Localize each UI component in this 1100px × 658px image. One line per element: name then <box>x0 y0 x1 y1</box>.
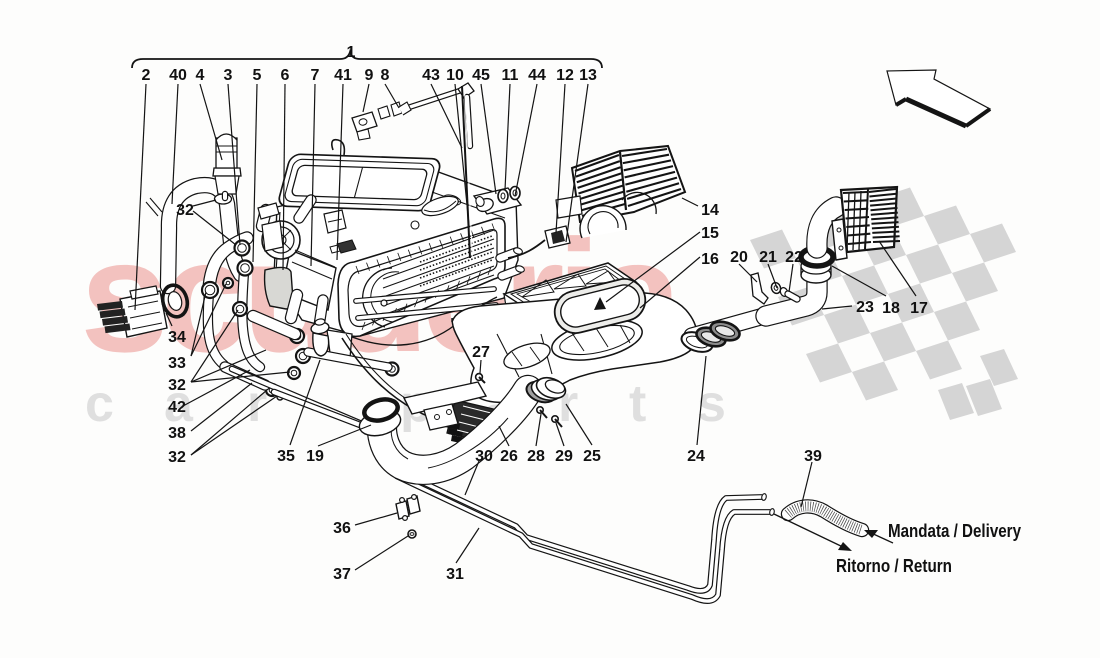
svg-text:17: 17 <box>910 300 928 317</box>
svg-text:25: 25 <box>583 448 601 465</box>
svg-text:32: 32 <box>168 449 186 466</box>
svg-text:11: 11 <box>502 67 519 84</box>
svg-text:32: 32 <box>168 377 186 394</box>
svg-text:Ritorno / Return: Ritorno / Return <box>836 555 952 576</box>
svg-text:40: 40 <box>169 67 187 84</box>
svg-text:26: 26 <box>500 448 518 465</box>
svg-text:c: c <box>85 375 114 433</box>
svg-text:4: 4 <box>196 67 205 84</box>
svg-text:37: 37 <box>333 566 351 583</box>
svg-text:12: 12 <box>556 67 574 84</box>
svg-text:1: 1 <box>347 44 356 61</box>
svg-text:21: 21 <box>759 249 777 266</box>
svg-text:33: 33 <box>168 355 186 372</box>
svg-text:31: 31 <box>446 566 464 583</box>
svg-text:18: 18 <box>882 300 900 317</box>
svg-text:13: 13 <box>579 67 597 84</box>
svg-text:20: 20 <box>730 249 748 266</box>
svg-text:39: 39 <box>804 448 822 465</box>
svg-text:24: 24 <box>687 448 705 465</box>
svg-text:9: 9 <box>365 67 374 84</box>
svg-text:a: a <box>164 375 194 433</box>
svg-text:s: s <box>697 375 726 433</box>
svg-text:2: 2 <box>142 67 151 84</box>
svg-text:10: 10 <box>446 67 464 84</box>
svg-text:8: 8 <box>381 67 390 84</box>
svg-text:3: 3 <box>224 67 233 84</box>
svg-text:45: 45 <box>472 67 490 84</box>
svg-text:7: 7 <box>311 67 320 84</box>
svg-text:23: 23 <box>856 299 874 316</box>
svg-text:32: 32 <box>176 202 194 219</box>
svg-text:41: 41 <box>334 67 352 84</box>
svg-text:28: 28 <box>527 448 545 465</box>
svg-text:Mandata / Delivery: Mandata / Delivery <box>888 520 1022 541</box>
svg-text:16: 16 <box>701 251 719 268</box>
svg-text:43: 43 <box>422 67 440 84</box>
svg-text:34: 34 <box>168 329 186 346</box>
svg-text:14: 14 <box>701 202 719 219</box>
svg-text:35: 35 <box>277 448 295 465</box>
svg-text:30: 30 <box>475 448 493 465</box>
svg-text:5: 5 <box>253 67 262 84</box>
svg-text:19: 19 <box>306 448 324 465</box>
svg-text:t: t <box>629 375 646 433</box>
svg-text:15: 15 <box>701 225 719 242</box>
svg-text:22: 22 <box>785 249 803 266</box>
svg-text:38: 38 <box>168 425 186 442</box>
svg-text:6: 6 <box>281 67 290 84</box>
svg-text:29: 29 <box>555 448 573 465</box>
svg-text:27: 27 <box>472 344 490 361</box>
svg-text:36: 36 <box>333 520 351 537</box>
svg-text:44: 44 <box>528 67 546 84</box>
svg-text:42: 42 <box>168 399 186 416</box>
